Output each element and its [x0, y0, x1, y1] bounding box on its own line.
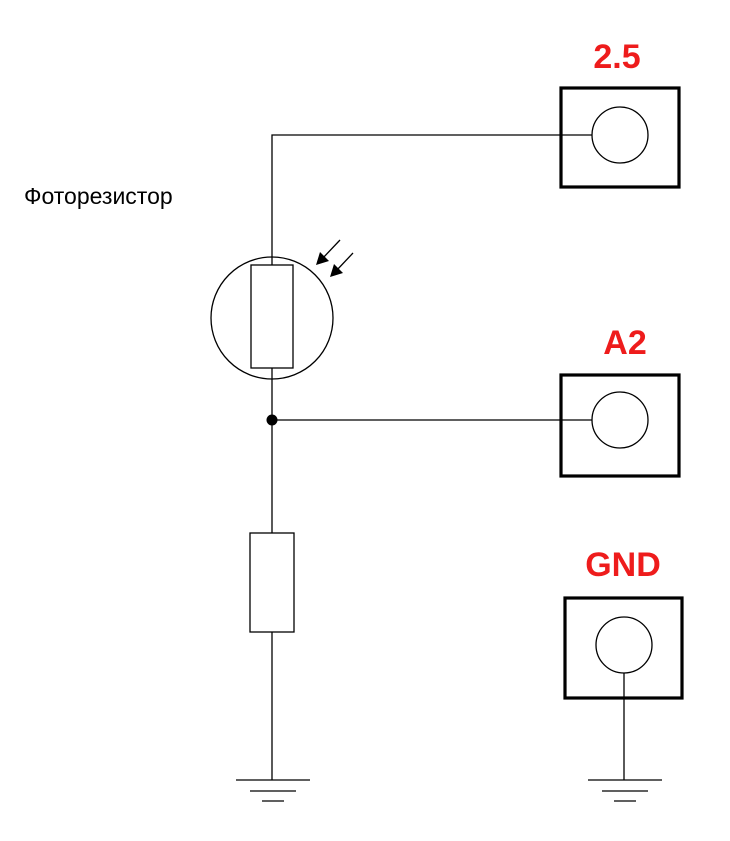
- photoresistor-symbol: [210, 256, 334, 380]
- photoresistor-body: [250, 264, 294, 369]
- resistor: [249, 532, 295, 633]
- terminal-label-a2: A2: [603, 324, 646, 362]
- wire-top: [271, 134, 592, 257]
- ground-icon-left: [236, 779, 310, 802]
- terminal-2-5: [559, 86, 681, 189]
- ground-icon-right: [588, 779, 662, 802]
- photoresistor-circle: [210, 256, 334, 380]
- terminal-label-gnd: GND: [585, 546, 661, 584]
- photoresistor-label: Фоторезистор: [24, 183, 173, 209]
- light-arrows-icon: [316, 239, 354, 277]
- terminal-label-2-5: 2.5: [593, 38, 640, 76]
- terminal-a2: [559, 373, 681, 478]
